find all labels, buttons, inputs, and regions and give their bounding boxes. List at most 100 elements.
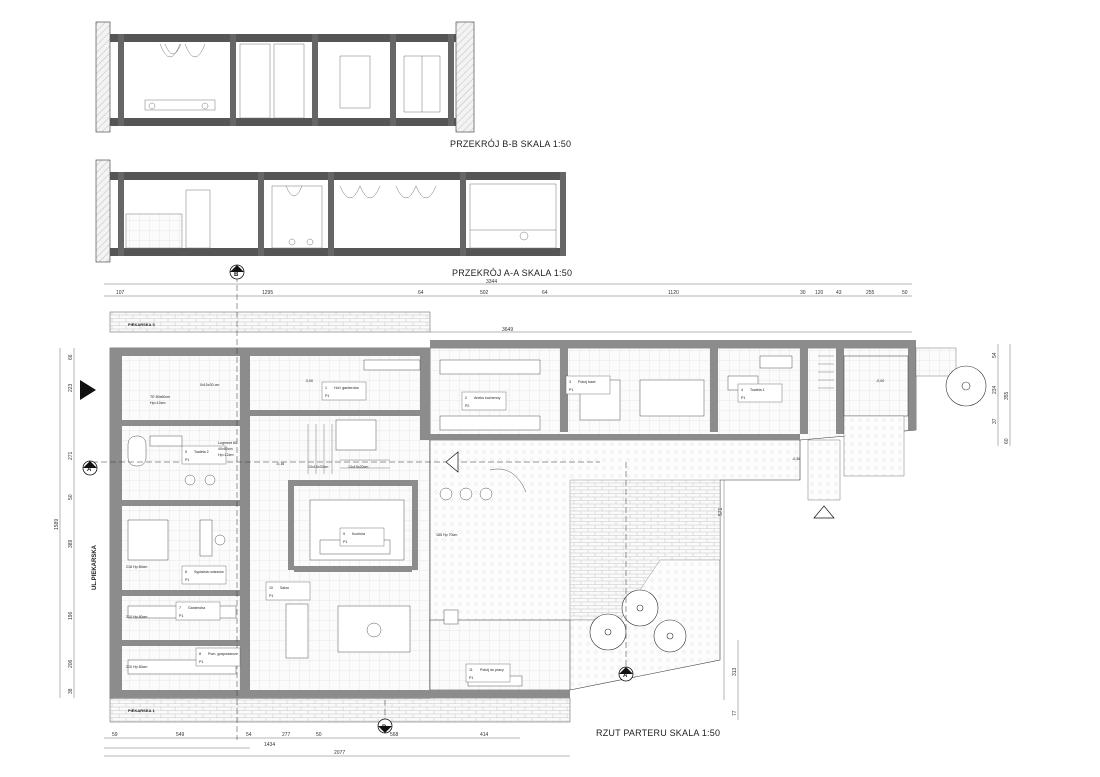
dim-top-7: 30 — [800, 290, 806, 296]
room-labels — [175, 375, 783, 683]
marker-b-top-label: B — [234, 272, 239, 278]
dim-left-6: 196 — [68, 611, 74, 620]
dim-right-2: 234 — [992, 385, 998, 394]
room-3-area: P1 — [569, 388, 573, 392]
right-dimension-lines — [723, 344, 1011, 720]
neighbour-piekarska-5 — [109, 311, 431, 333]
plan-title: RZUT PARTERU SKALA 1:50 — [596, 728, 720, 738]
entrance-arrow-icon — [80, 380, 96, 400]
room-9-name: Kuchnia — [352, 532, 365, 536]
room-3-no: 3 — [569, 380, 571, 384]
section-aa: PRZEKRÓJ A-A SKALA 1:50 — [95, 159, 572, 278]
marker-a-right-label: A — [623, 673, 628, 679]
room-11-name: Pokój do pracy — [480, 668, 504, 672]
left-dimension-lines — [59, 348, 75, 698]
dim-top-4: 502 — [480, 290, 489, 296]
dim-right-lower-1: 571 — [718, 507, 724, 516]
stair-note-2: 13x19x20cm — [348, 465, 368, 469]
dim-bottom-4: 277 — [282, 732, 291, 738]
room-10-name: Salon — [280, 586, 289, 590]
dim-left-3: 271 — [68, 451, 74, 460]
window-note-5: Hp=12cm — [218, 453, 233, 457]
dim-top-5: 64 — [542, 290, 548, 296]
room-10-area: P1 — [269, 594, 273, 598]
dim-top-inner: 3649 — [502, 327, 513, 333]
section-marker-b-bottom: B — [377, 718, 393, 734]
window-note-1: TE 80x60cm — [150, 395, 170, 399]
marker-a-left-label: A — [87, 467, 92, 473]
entrance-arrow-icon-2 — [445, 451, 459, 473]
section-lines — [92, 276, 627, 740]
room-11-no: 11 — [469, 668, 473, 672]
trees — [589, 365, 987, 653]
street-ul-piekarska: UL.PIEKARSKA — [92, 544, 98, 590]
dim-right-4: 37 — [992, 418, 998, 424]
stair-note-1: 13x15x32cm — [308, 465, 328, 469]
room-8-area: P1 — [199, 660, 203, 664]
dim-top-2: 1295 — [262, 290, 273, 296]
dim-right-lower-2: 313 — [732, 667, 738, 676]
dim-bottom-2: 549 — [176, 732, 185, 738]
window-w1: 218 Hp 80cm — [126, 565, 147, 569]
dim-right-1: 54 — [992, 352, 998, 358]
room-2-no: 2 — [465, 396, 467, 400]
room-8-name: Pom. gospodarcze — [208, 652, 238, 656]
section-bb: PRZEKRÓJ B-B SKALA 1:50 — [95, 21, 571, 149]
dim-left-2: 223 — [68, 383, 74, 392]
dim-top-8: 120 — [815, 290, 824, 296]
street-piekarska-1: PIEKARSKA 1 — [128, 708, 156, 713]
dim-top-total: 3344 — [486, 279, 497, 285]
room-3-name: Pokój bawi — [578, 380, 596, 384]
dim-right-5: 60 — [1004, 438, 1010, 444]
dim-left-1: 66 — [68, 354, 74, 360]
bottom-dimension-lines — [104, 737, 570, 757]
window-note-3: Lugment 60 — [218, 441, 237, 445]
dim-bottom-7: 414 — [480, 732, 489, 738]
window-note-2: Hp=10cm — [150, 401, 165, 405]
window-w2: 210 Hp 80cm — [126, 615, 147, 619]
room-10-no: 10 — [269, 586, 273, 590]
street-piekarska-5: PIEKARSKA 5 — [128, 322, 156, 327]
room-11-area: P1 — [469, 676, 473, 680]
room-4-no: 4 — [741, 388, 743, 392]
dim-top-6: 1120 — [668, 290, 679, 296]
dim-left-5: 389 — [68, 539, 74, 548]
section-marker-a-left: A — [82, 460, 98, 476]
dim-bottom-6: 568 — [390, 732, 399, 738]
level-note-3: -0,36 — [792, 457, 800, 461]
dim-top-1: 107 — [116, 290, 125, 296]
room-6-area: P1 — [185, 578, 189, 582]
window-note-4: 40x50cm — [218, 447, 233, 451]
room-7-no: 7 — [179, 606, 181, 610]
room-2-name: Aneks kuchenny — [474, 396, 501, 400]
room-5-no: 5 — [185, 450, 187, 454]
dim-left-7: 206 — [68, 659, 74, 668]
section-marker-a-right: A — [618, 666, 634, 682]
room-2-area: P2 — [465, 404, 469, 408]
level-note: 0,00 — [306, 379, 313, 383]
room-6-no: 6 — [185, 570, 187, 574]
hole-note: 0x10x30 cm — [200, 383, 219, 387]
level-note-4: -0,00 — [876, 379, 884, 383]
dim-bottom-total-2: 2077 — [334, 750, 345, 756]
dim-bottom-1: 59 — [112, 732, 118, 738]
level-note-2: -0,16 — [276, 462, 284, 466]
floor-plan — [109, 340, 957, 699]
dim-top-3: 64 — [418, 290, 424, 296]
dim-right-3: 355 — [1004, 391, 1010, 400]
dim-top-11: 50 — [902, 290, 908, 296]
window-w3: 210 Hp 80cm — [126, 665, 147, 669]
marker-b-bottom-label: B — [382, 725, 387, 731]
room-5-name: Toaleta 2 — [194, 450, 209, 454]
neighbour-piekarska-1 — [109, 697, 571, 723]
entrance-arrow-icon-3 — [813, 505, 835, 519]
dim-top-9: 43 — [836, 290, 842, 296]
dim-left-4: 50 — [68, 494, 74, 500]
room-7-area: P1 — [179, 614, 183, 618]
dim-left-8: 38 — [68, 688, 74, 694]
opening-note: 185 Hp 70cm — [436, 533, 457, 537]
room-5-area: P1 — [185, 458, 189, 462]
dim-left-total: 1589 — [54, 519, 60, 530]
room-4-area: P1 — [741, 396, 745, 400]
